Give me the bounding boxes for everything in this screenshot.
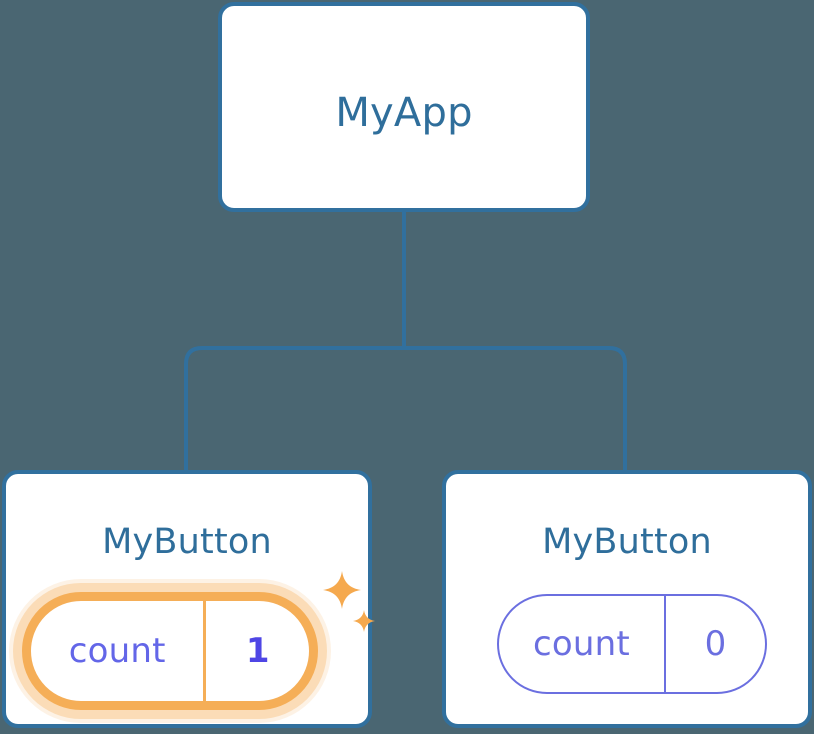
node-myapp-label: MyApp [335,90,473,136]
state-pill-key: count [532,624,630,664]
state-pill-count[interactable]: count 0 [497,594,767,694]
node-myapp[interactable]: MyApp [218,2,590,212]
sparkle-icon [322,570,362,610]
state-pill-count-updated[interactable]: count 1 [22,592,318,710]
node-mybutton-left[interactable]: MyButton count 1 [2,470,375,728]
edge-branch-left [184,346,404,472]
edge-branch-right [404,346,627,472]
node-mybutton-right-label: MyButton [542,522,712,562]
state-pill-value: 0 [663,596,765,692]
node-mybutton-right[interactable]: MyButton count 0 [442,470,812,728]
state-pill-value: 1 [203,601,309,701]
node-mybutton-left-label: MyButton [102,522,272,562]
state-pill-key: count [68,631,166,671]
